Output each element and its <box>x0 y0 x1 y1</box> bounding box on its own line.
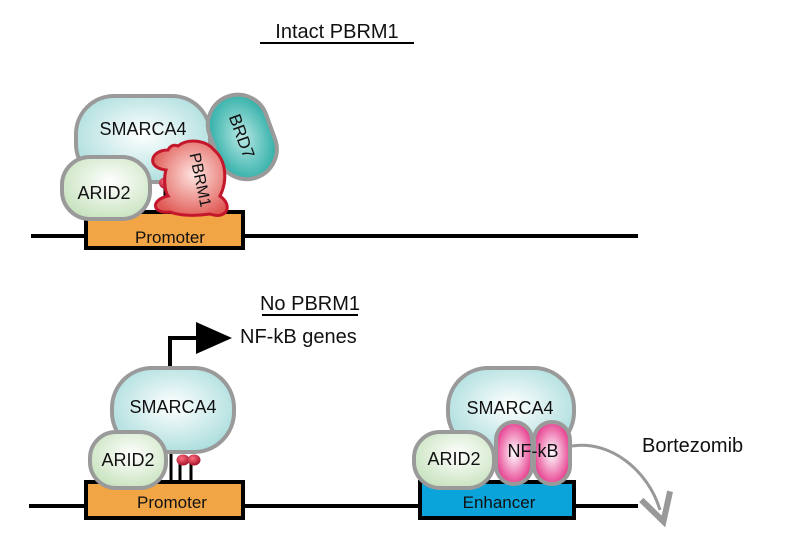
acetyl-mark-1 <box>176 454 190 466</box>
arid2-label-enhancer: ARID2 <box>427 449 480 469</box>
nfkb-label: NF-kB <box>508 441 559 461</box>
promoter-label-bottom: Promoter <box>137 493 207 512</box>
pbrm1-protein <box>151 139 229 217</box>
intact-panel: Intact PBRM1 Promoter SMARCA4 BRD7 ARID2… <box>31 21 638 250</box>
enhancer-label: Enhancer <box>463 493 536 512</box>
transcription-arrow <box>168 322 232 370</box>
promoter-label: Promoter <box>135 228 205 247</box>
arid2-protein-promoter <box>88 430 168 490</box>
arid2-label-promoter: ARID2 <box>101 450 154 470</box>
nfkb-subunit-2 <box>532 420 572 486</box>
bortezomib-arrow <box>571 443 660 510</box>
no-pbrm1-panel: No PBRM1 NF-kB genes Promoter SMARCA4 AR… <box>29 293 743 518</box>
smarca4-label-enhancer: SMARCA4 <box>466 398 553 418</box>
bortezomib-label: Bortezomib <box>642 435 743 457</box>
nfkb-genes-label: NF-kB genes <box>240 326 357 348</box>
smarca4-label: SMARCA4 <box>99 119 186 139</box>
arid2-protein <box>60 155 152 221</box>
intact-title: Intact PBRM1 <box>275 21 398 43</box>
brd7-protein: BRD7 <box>205 92 279 182</box>
acetyl-mark-2 <box>187 454 201 466</box>
smarca4-label-promoter: SMARCA4 <box>129 397 216 417</box>
no-pbrm1-title: No PBRM1 <box>260 293 360 315</box>
arid2-label: ARID2 <box>77 183 130 203</box>
